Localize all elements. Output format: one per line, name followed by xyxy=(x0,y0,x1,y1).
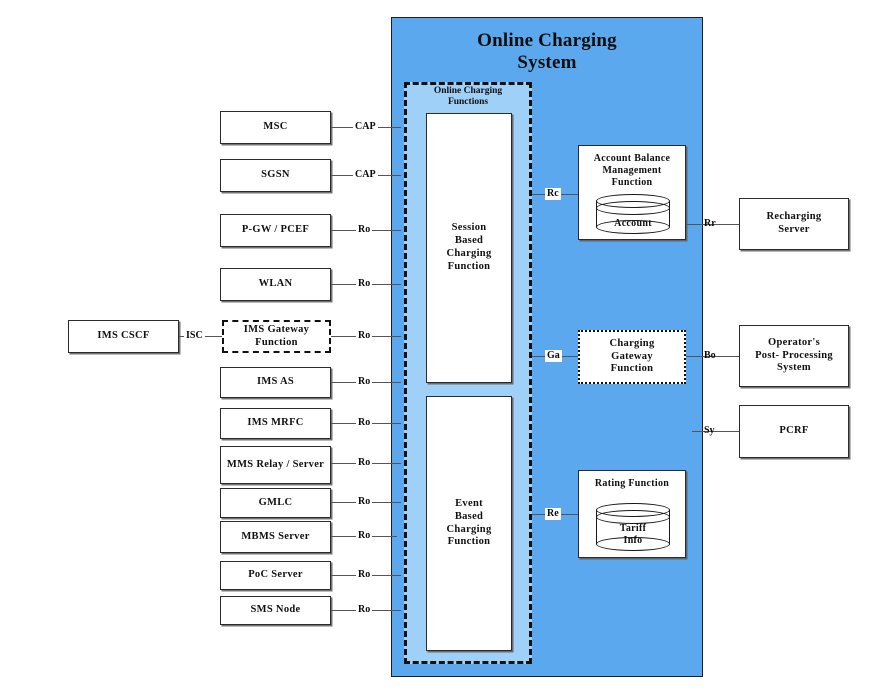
interface-label-bo: Bo xyxy=(704,350,716,361)
account-db-label: Account xyxy=(614,218,652,230)
ims-cscf[interactable]: IMS CSCF xyxy=(68,320,179,353)
ims-gateway-function[interactable]: IMS Gateway Function xyxy=(222,320,331,353)
abmf-title-line2: Management xyxy=(602,165,662,176)
tariff-db-line1: Tariff xyxy=(619,523,647,535)
ocs-title-line2: System xyxy=(517,52,577,73)
cgf-line2: Gateway xyxy=(611,350,653,362)
abmf-title-line1: Account Balance xyxy=(593,153,671,164)
interface-label-sy: Sy xyxy=(704,425,715,436)
access-node-gmlc[interactable]: GMLC xyxy=(220,488,331,518)
interface-label-ro-sms: Ro xyxy=(356,604,373,616)
recharging-server-line1: Recharging xyxy=(766,211,822,223)
interface-label-ro-mms: Ro xyxy=(356,457,373,469)
pcrf[interactable]: PCRF xyxy=(739,405,849,458)
page-title: Online Charging System xyxy=(391,26,703,78)
session-based-charging-function[interactable]: Session Based Charging Function xyxy=(426,113,512,383)
access-node-sms-node[interactable]: SMS Node xyxy=(220,596,331,625)
interface-label-isc: ISC xyxy=(184,330,205,342)
interface-label-ro-imsas: Ro xyxy=(356,376,373,388)
account-balance-management-function[interactable]: Account Balance Management Function Acco… xyxy=(578,145,686,240)
access-node-mbms-server[interactable]: MBMS Server xyxy=(220,521,331,553)
tariff-info-database-cylinder: Tariff Info xyxy=(596,503,670,551)
recharging-server[interactable]: Recharging Server xyxy=(739,198,849,250)
connector-bo xyxy=(686,356,739,357)
pcrf-label: PCRF xyxy=(779,425,809,437)
ebcf-line3: Charging xyxy=(446,523,492,535)
recharging-server-line2: Server xyxy=(778,224,810,235)
interface-label-ro-imsgw: Ro xyxy=(356,330,373,342)
access-node-sgsn[interactable]: SGSN xyxy=(220,159,331,192)
interface-label-cap-msc: CAP xyxy=(353,121,378,133)
interface-label-ga: Ga xyxy=(545,350,562,362)
access-node-mms-relay-server[interactable]: MMS Relay / Server xyxy=(220,446,331,484)
interface-label-rc: Rc xyxy=(545,188,561,200)
interface-label-rr: Rr xyxy=(704,218,716,229)
cgf-line3: Function xyxy=(610,363,654,375)
ocf-label-line1: Online Charging xyxy=(433,85,503,96)
opps-line2: Post- Processing xyxy=(755,349,833,361)
access-node-msc[interactable]: MSC xyxy=(220,111,331,144)
charging-gateway-function[interactable]: Charging Gateway Function xyxy=(578,330,686,384)
account-database-cylinder: Account xyxy=(596,194,670,234)
tariff-db-label: Tariff Info xyxy=(596,523,670,547)
abmf-title-line3: Function xyxy=(611,177,653,188)
opps-line1: Operator's xyxy=(768,336,820,348)
interface-label-re: Re xyxy=(545,508,561,520)
ebcf-line1: Event xyxy=(455,497,483,509)
interface-label-ro-gmlc: Ro xyxy=(356,496,373,508)
interface-label-ro-wlan: Ro xyxy=(356,278,373,290)
cgf-line1: Charging xyxy=(609,337,655,349)
access-node-poc-server[interactable]: PoC Server xyxy=(220,561,331,590)
ebcf-line2: Based xyxy=(454,510,484,522)
access-node-ims-as[interactable]: IMS AS xyxy=(220,367,331,398)
rating-function[interactable]: Rating Function Tariff Info xyxy=(578,470,686,558)
event-based-charging-function[interactable]: Event Based Charging Function xyxy=(426,396,512,651)
interface-label-ro-pgw: Ro xyxy=(356,224,373,236)
sbcf-line3: Charging xyxy=(446,248,492,259)
connector-rr xyxy=(686,224,739,225)
sbcf-line4: Function xyxy=(447,260,491,272)
operator-post-processing-system[interactable]: Operator's Post- Processing System xyxy=(739,325,849,387)
online-charging-functions-label: Online Charging Functions xyxy=(406,85,530,109)
tariff-db-line2: Info xyxy=(623,535,643,547)
opps-line3: System xyxy=(777,362,811,374)
ocf-label-line2: Functions xyxy=(447,97,489,107)
rating-title: Rating Function xyxy=(594,478,670,489)
interface-label-cap-sgsn: CAP xyxy=(353,169,378,181)
interface-label-ro-poc: Ro xyxy=(356,569,373,581)
connector-sy xyxy=(692,431,739,432)
access-node-wlan[interactable]: WLAN xyxy=(220,268,331,301)
access-node-pgw-pcef[interactable]: P-GW / PCEF xyxy=(220,214,331,247)
interface-label-ro-mbms: Ro xyxy=(356,530,373,542)
sbcf-line1: Session xyxy=(451,222,487,234)
access-node-ims-mrfc[interactable]: IMS MRFC xyxy=(220,408,331,439)
sbcf-line2: Based xyxy=(454,235,484,247)
ocs-title-line1: Online Charging xyxy=(477,29,617,51)
interface-label-ro-mrfc: Ro xyxy=(356,417,373,429)
ebcf-line4: Function xyxy=(447,536,491,548)
